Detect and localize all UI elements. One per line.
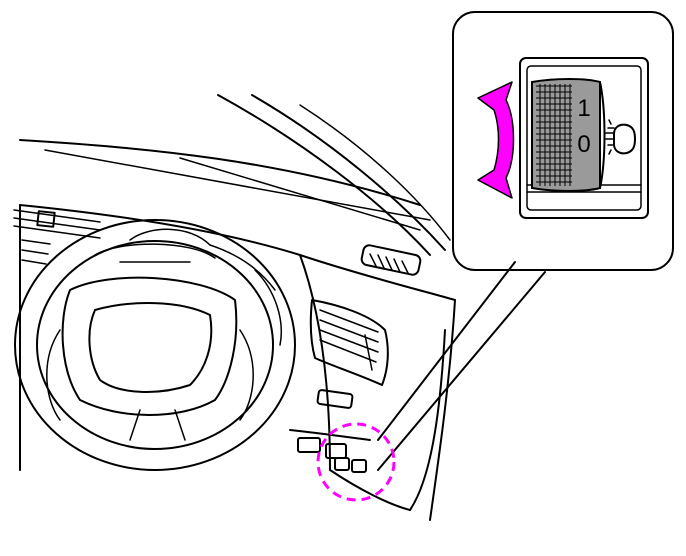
dial-label-1: 1: [577, 95, 590, 122]
callout-pointer: [377, 261, 546, 471]
dashboard: [13, 204, 456, 521]
headlamp-dial-knob[interactable]: [531, 78, 606, 192]
steering-wheel: [14, 219, 296, 471]
windshield-lines: [19, 94, 451, 256]
highlight-circle: [316, 422, 396, 502]
rotate-arrow-icon: [477, 81, 515, 199]
dial-label-0: 0: [577, 131, 590, 158]
knob-knurl-pattern: [536, 84, 572, 186]
instrument-cluster: [129, 228, 282, 346]
center-air-vent: [309, 299, 389, 386]
headlamp-leveling-icon: [605, 119, 636, 155]
lower-switch-panel: [289, 389, 371, 473]
center-top-vent: [360, 244, 422, 276]
